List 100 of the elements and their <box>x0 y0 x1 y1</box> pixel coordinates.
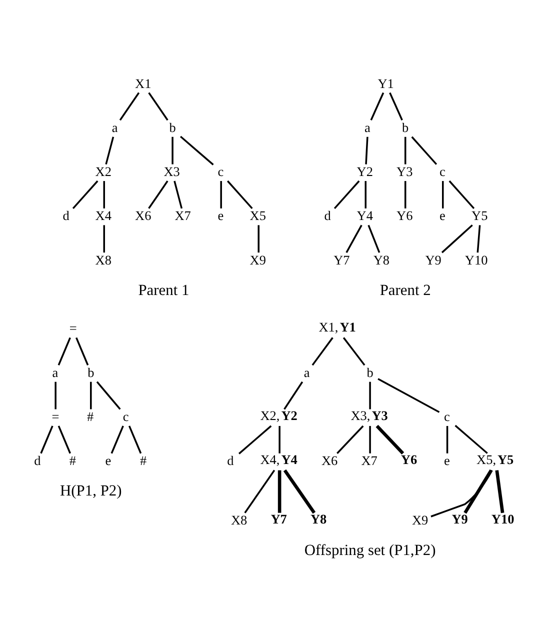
connector <box>365 136 368 164</box>
node-text: X8 <box>231 512 248 528</box>
node-text: d <box>34 453 41 468</box>
connector <box>244 470 276 514</box>
connector <box>148 180 168 209</box>
node-text: a <box>112 120 118 135</box>
label: Offspring set (P1,P2) <box>304 542 436 560</box>
node-text: c <box>122 408 129 424</box>
connector <box>454 424 488 454</box>
connector <box>110 426 124 454</box>
node-text: Y9 <box>452 512 468 527</box>
node-text: Y6 <box>400 452 418 468</box>
connector <box>342 337 366 366</box>
node-text: X2,Y2 <box>260 408 298 423</box>
node-text: Y10 <box>464 252 488 268</box>
node-text: Y4 <box>356 208 373 224</box>
node-text: X3 <box>164 164 180 180</box>
connector <box>404 181 406 208</box>
node-text: Y10 <box>491 512 514 527</box>
connector <box>346 224 362 253</box>
connector <box>119 92 140 121</box>
connector <box>54 382 56 410</box>
node-text: Y2 <box>356 164 373 180</box>
connector <box>369 426 371 454</box>
node-text: Y7 <box>270 512 287 527</box>
node-text: Y5 <box>472 208 488 224</box>
connector <box>278 470 282 513</box>
node-text: X5,Y5 <box>476 452 514 468</box>
connector <box>278 426 280 454</box>
connector <box>283 469 316 514</box>
connector <box>476 225 481 253</box>
connector <box>103 181 106 208</box>
node-text: e <box>444 453 450 468</box>
node-text: Y3 <box>396 164 413 180</box>
connector <box>76 337 89 366</box>
node-text: X7 <box>174 208 191 224</box>
connector <box>369 382 371 410</box>
node-text: Y8 <box>310 512 327 527</box>
connector <box>40 426 54 454</box>
connector <box>389 92 403 121</box>
node-text: = <box>52 408 60 424</box>
connector <box>58 426 71 454</box>
connector <box>312 337 334 366</box>
node-text: X9 <box>250 252 266 268</box>
node-text: = <box>69 320 77 336</box>
connector <box>105 136 114 165</box>
connector <box>128 426 142 454</box>
node-text: Y8 <box>373 252 390 268</box>
node-text: c <box>440 164 446 180</box>
node-text: a <box>52 364 58 380</box>
node-text: X1 <box>135 76 152 91</box>
connector <box>220 181 222 208</box>
node-text: b <box>366 364 374 380</box>
connector <box>180 136 214 166</box>
node-text: b <box>402 120 409 135</box>
connector <box>378 378 440 413</box>
node-text: X6 <box>135 208 152 224</box>
connector <box>336 425 364 454</box>
node-text: # <box>87 408 94 424</box>
node-text: c <box>444 408 450 424</box>
connector <box>103 225 106 253</box>
node-text: e <box>105 453 112 468</box>
node-text: a <box>364 120 370 135</box>
node-text: c <box>218 164 224 180</box>
connector <box>430 470 493 518</box>
connector <box>172 136 174 164</box>
connector <box>258 225 260 253</box>
connector <box>446 426 448 454</box>
label: Parent 2 <box>380 282 431 299</box>
node-text: X6 <box>321 453 338 468</box>
connector <box>334 180 360 210</box>
node-text: X3,Y3 <box>350 408 388 423</box>
connector <box>404 136 406 164</box>
connector <box>464 469 493 514</box>
connector <box>370 92 384 121</box>
node-text: X4,Y4 <box>260 452 298 468</box>
connector <box>411 136 438 165</box>
node-text: X4 <box>95 208 112 224</box>
connector <box>96 381 121 410</box>
node-text: d <box>62 208 70 224</box>
connector <box>90 382 92 410</box>
node-text: d <box>227 453 234 468</box>
node-text: d <box>324 208 331 224</box>
connector <box>284 381 304 410</box>
node-text: e <box>440 208 446 224</box>
node-text: Y7 <box>334 252 350 268</box>
node-text: X2 <box>95 164 112 180</box>
node-text: b <box>88 364 94 380</box>
node-text: X5 <box>250 208 266 224</box>
connector <box>495 470 504 514</box>
node-text: X8 <box>95 252 112 268</box>
node-text: Y9 <box>425 252 442 268</box>
node-text: # <box>69 453 76 468</box>
connector <box>174 180 183 209</box>
node-text: b <box>169 120 176 135</box>
connector <box>148 92 168 121</box>
connector <box>368 224 380 253</box>
node-text: Y1 <box>378 76 394 91</box>
connector <box>442 181 444 208</box>
connector <box>226 180 253 210</box>
